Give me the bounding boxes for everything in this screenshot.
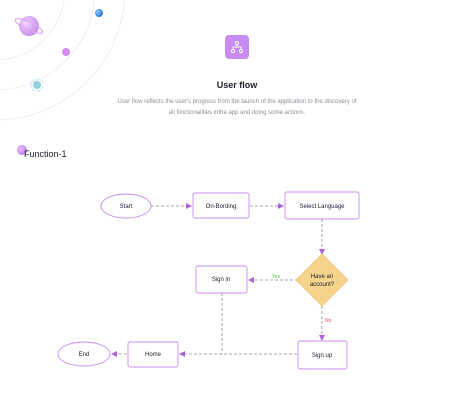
edge-label-yes: Yes xyxy=(272,274,281,280)
node-onboarding-label: On-Bording xyxy=(206,204,237,210)
node-home-label: Home xyxy=(145,352,162,358)
node-home: Home xyxy=(127,341,179,368)
decorative-orbits xyxy=(0,0,126,121)
blue-planet-icon xyxy=(95,9,103,17)
node-decision-label-line1: Have an xyxy=(311,274,333,280)
node-decision: Have an account? xyxy=(295,253,349,307)
node-end: End xyxy=(57,341,111,367)
node-onboarding: On-Bording xyxy=(192,192,250,219)
node-decision-label-line2: account? xyxy=(310,282,335,288)
node-sign-in: Sign in xyxy=(195,265,248,294)
section-bullet-icon xyxy=(17,145,27,155)
flow-chart-icon xyxy=(225,35,249,59)
node-start-label: Start xyxy=(120,204,133,210)
node-start: Start xyxy=(100,193,152,219)
large-planet-icon xyxy=(14,16,44,36)
page-description: User flow reflects the user's progress f… xyxy=(117,99,357,116)
edge-label-no: No xyxy=(325,318,332,324)
node-select-language-label: Select Language xyxy=(299,204,345,210)
page-title: User flow xyxy=(216,80,258,90)
node-sign-up-label: Sign up xyxy=(312,353,333,359)
teal-planet-icon xyxy=(30,78,44,92)
node-end-label: End xyxy=(79,352,90,358)
section-title: Function-1 xyxy=(24,149,67,159)
node-sign-up: Sign up xyxy=(297,340,348,370)
node-select-language: Select Language xyxy=(284,191,360,220)
small-purple-planet-icon xyxy=(62,48,70,56)
node-sign-in-label: Sign in xyxy=(212,277,230,283)
